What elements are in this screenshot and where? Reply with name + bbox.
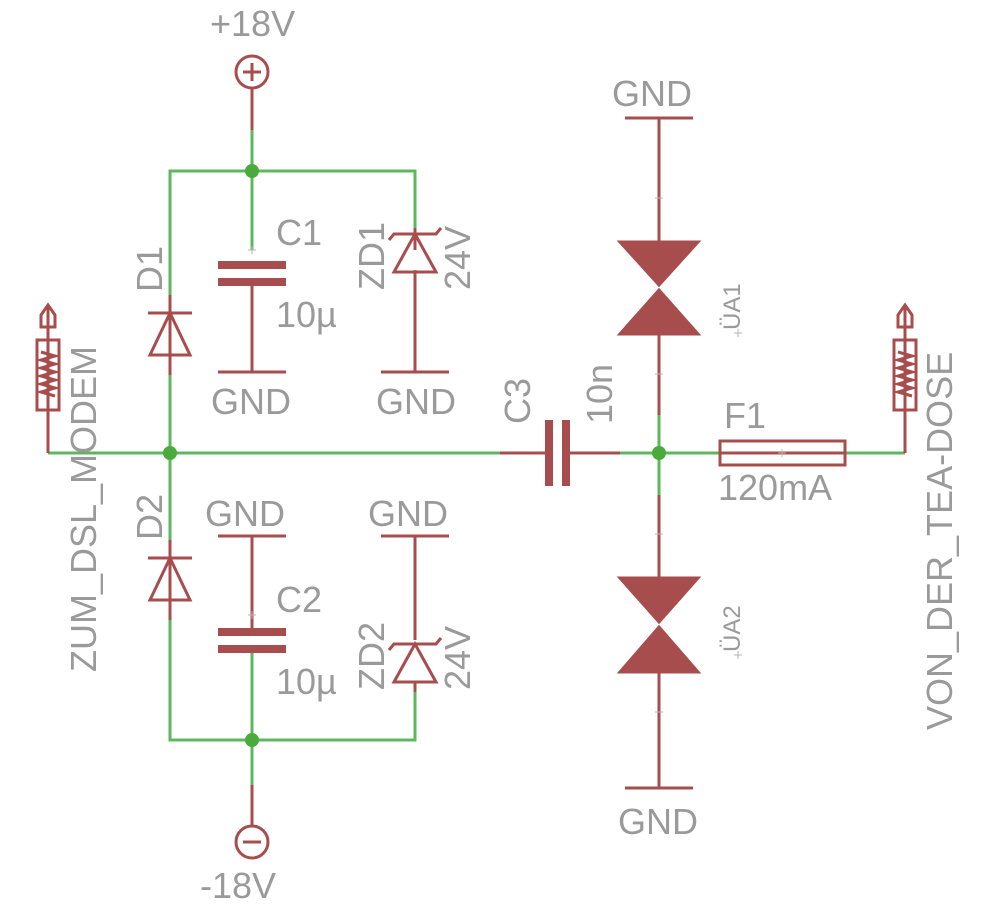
gnd-label: GND: [205, 493, 285, 534]
connector-left-label: ZUM_DSL_MODEM: [63, 346, 104, 672]
c2-name: C2: [276, 579, 322, 620]
gnd-label: GND: [612, 73, 692, 114]
zd2-value: 24V: [437, 626, 478, 690]
capacitor-c1: C1 10µ: [218, 212, 337, 372]
connector-left: ZUM_DSL_MODEM: [35, 302, 104, 672]
diode-d1: D1: [129, 246, 193, 375]
gnd-zd1: GND: [376, 370, 456, 422]
connector-right: VON_DER_TEA-DOSE: [892, 302, 960, 730]
zener-zd2: ZD2 24V: [351, 536, 478, 692]
ua2-name: ÜA2: [719, 605, 746, 652]
gnd-label: GND: [618, 801, 698, 842]
c1-value: 10µ: [276, 294, 337, 335]
gnd-ua1: GND: [612, 73, 693, 120]
d1-name: D1: [129, 246, 170, 292]
c1-name: C1: [276, 212, 322, 253]
zd1-value: 24V: [437, 226, 478, 290]
zener-zd1: ZD1 24V: [351, 222, 478, 372]
capacitor-c3: C3 10n: [497, 364, 620, 486]
tvs-ua2: ÜA2: [616, 495, 746, 788]
junctions: [163, 164, 666, 747]
supply-neg: -18V: [200, 785, 276, 906]
capacitor-c2: C2 10µ: [218, 536, 337, 702]
gnd-label: GND: [368, 493, 448, 534]
c2-value: 10µ: [276, 661, 337, 702]
gnd-label: GND: [211, 381, 291, 422]
gnd-ua2: GND: [618, 786, 698, 842]
c3-name: C3: [497, 378, 538, 424]
diode-d2: D2: [129, 494, 193, 620]
connector-right-label: VON_DER_TEA-DOSE: [919, 352, 960, 730]
f1-value: 120mA: [718, 467, 832, 508]
supply-pos-label: +18V: [210, 3, 295, 44]
supply-pos: +18V: [210, 3, 295, 130]
gnd-c1: GND: [211, 370, 291, 422]
zd1-name: ZD1: [351, 222, 392, 290]
d2-name: D2: [129, 494, 170, 540]
fuse-f1: F1 120mA: [718, 395, 847, 508]
f1-name: F1: [724, 395, 766, 436]
zd2-name: ZD2: [351, 622, 392, 690]
gnd-label: GND: [376, 381, 456, 422]
c3-value: 10n: [579, 364, 620, 424]
supply-neg-label: -18V: [200, 865, 276, 906]
gnd-c2: GND: [205, 493, 286, 538]
tvs-ua1: ÜA1: [616, 118, 746, 415]
ua1-name: ÜA1: [719, 283, 746, 330]
gnd-zd2: GND: [368, 493, 449, 538]
